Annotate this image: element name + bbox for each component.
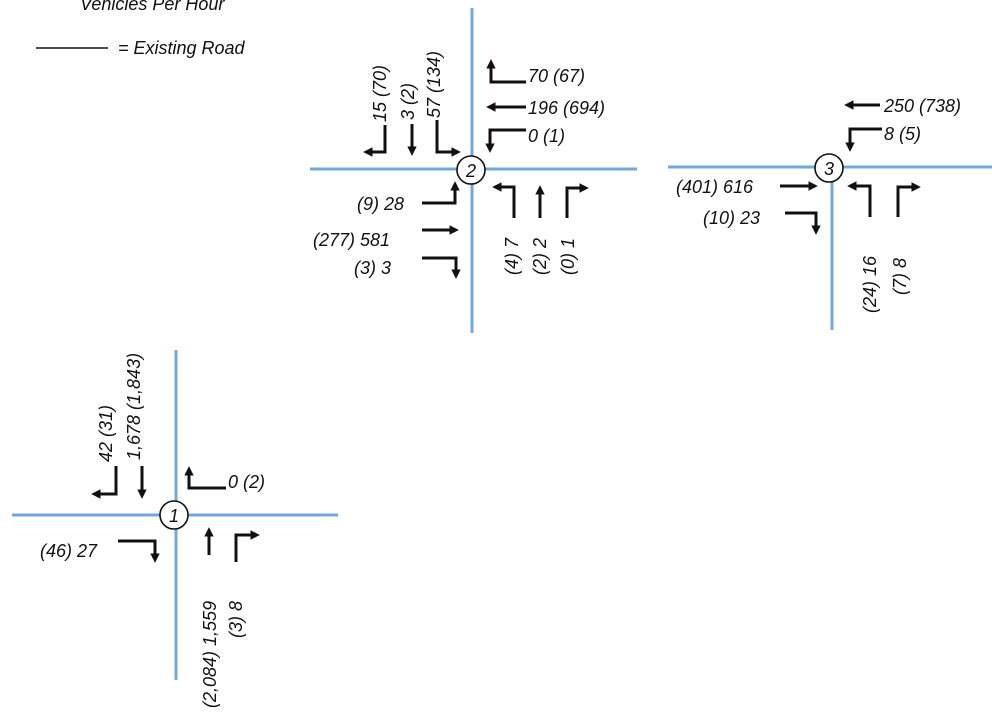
int1-eb-right-arrow bbox=[118, 539, 160, 563]
int2-sb-right-label: 15 (70) bbox=[370, 65, 390, 122]
int3-eb-right-label: (10) 23 bbox=[703, 208, 760, 228]
int2-eb-through-label: (277) 581 bbox=[313, 230, 390, 250]
int1-nb-right-label: (3) 8 bbox=[226, 601, 246, 638]
intersection-3: 250 (738) 8 (5) (401) 616 (10) 23 (24) 1… bbox=[668, 96, 992, 330]
int2-sb-through-label: 3 (2) bbox=[398, 83, 418, 120]
int1-nb-right-arrow bbox=[234, 530, 260, 562]
int2-wb-right-arrow bbox=[486, 59, 526, 84]
int1-nb-through-label: (2,084) 1,559 bbox=[200, 601, 220, 708]
int3-nb-right-arrow bbox=[896, 182, 921, 217]
int1-sb-right-arrow bbox=[91, 466, 118, 499]
int3-eb-through-label: (401) 616 bbox=[676, 177, 754, 197]
int2-sb-left-label: 57 (134) bbox=[424, 51, 444, 118]
int2-wb-through-label: 196 (694) bbox=[528, 98, 605, 118]
int3-nb-left-arrow bbox=[847, 181, 872, 217]
int1-sb-through-label: 1,678 (1,843) bbox=[124, 353, 144, 460]
legend-road-label: = Existing Road bbox=[118, 38, 246, 58]
int2-eb-left-arrow bbox=[422, 181, 460, 205]
int3-node-label: 3 bbox=[824, 159, 834, 179]
int3-wb-left-arrow bbox=[845, 127, 882, 152]
int2-nb-through-label: (2) 2 bbox=[530, 238, 550, 275]
legend-units-label: Vehicles Per Hour bbox=[80, 0, 225, 14]
int1-sb-right-label: 42 (31) bbox=[96, 405, 116, 462]
int1-wb-left-label: 0 (2) bbox=[228, 472, 265, 492]
int2-wb-right-label: 70 (67) bbox=[528, 66, 585, 86]
intersection-1: 42 (31) 1,678 (1,843) 0 (2) (46) 27 (2,0… bbox=[12, 350, 338, 708]
int1-wb-left-arrow bbox=[184, 466, 226, 490]
int2-nb-left-arrow bbox=[492, 182, 516, 218]
int3-eb-right-arrow bbox=[785, 211, 821, 235]
int2-nb-right-arrow bbox=[565, 183, 589, 218]
int2-eb-right-label: (3) 3 bbox=[354, 258, 391, 278]
int2-sb-left-arrow bbox=[435, 120, 461, 157]
int3-node bbox=[814, 153, 844, 183]
int2-node-label: 2 bbox=[465, 161, 476, 181]
int3-nb-right-label: (7) 8 bbox=[890, 258, 910, 295]
int2-sb-right-arrow bbox=[363, 125, 387, 157]
int3-wb-through-label: 250 (738) bbox=[883, 96, 961, 116]
intersection-2: 15 (70) 3 (2) 57 (134) 70 (67) 196 (694)… bbox=[310, 8, 637, 333]
legend: Vehicles Per Hour = Existing Road bbox=[36, 0, 246, 58]
int3-nb-left-label: (24) 16 bbox=[860, 255, 880, 313]
int1-node-label: 1 bbox=[169, 506, 179, 526]
int2-nb-right-label: (0) 1 bbox=[558, 238, 578, 275]
int2-eb-right-arrow bbox=[422, 256, 461, 279]
int2-node bbox=[456, 155, 486, 185]
int1-eb-right-label: (46) 27 bbox=[40, 541, 98, 561]
int2-eb-left-label: (9) 28 bbox=[357, 194, 404, 214]
int3-wb-left-label: 8 (5) bbox=[884, 124, 921, 144]
int1-node bbox=[159, 500, 189, 530]
int2-wb-left-arrow bbox=[485, 128, 526, 153]
int2-nb-left-label: (4) 7 bbox=[502, 237, 522, 275]
int2-wb-left-label: 0 (1) bbox=[528, 126, 565, 146]
